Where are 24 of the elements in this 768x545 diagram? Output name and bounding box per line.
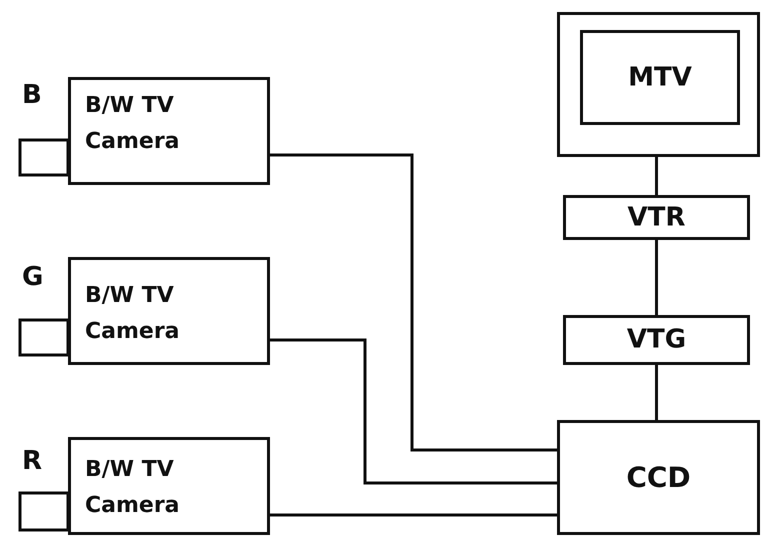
monitor-screen [580,30,740,125]
camera-label: B/W TV Camera [85,92,181,156]
connector-line [270,338,557,484]
connector-line [655,240,658,315]
device-box [563,315,750,365]
device-label: VTR [626,202,686,234]
device-box [557,420,760,535]
camera-label: B/W TV Camera [85,456,181,520]
device-label: CCD [625,460,692,494]
connector-line [270,514,557,516]
connector-line [655,157,658,195]
channel-label: B [22,80,42,110]
camera-body [68,77,270,185]
device-box [563,195,750,240]
device-label: VTG [626,324,688,356]
channel-label: G [22,262,44,292]
camera-label: B/W TV Camera [85,282,181,346]
connector-line [270,154,557,452]
connector-line [655,365,658,420]
camera-body [68,437,270,535]
monitor-frame [557,12,760,157]
channel-label: R [22,446,42,476]
camera-body [68,257,270,365]
monitor-label: MTV [627,62,693,94]
